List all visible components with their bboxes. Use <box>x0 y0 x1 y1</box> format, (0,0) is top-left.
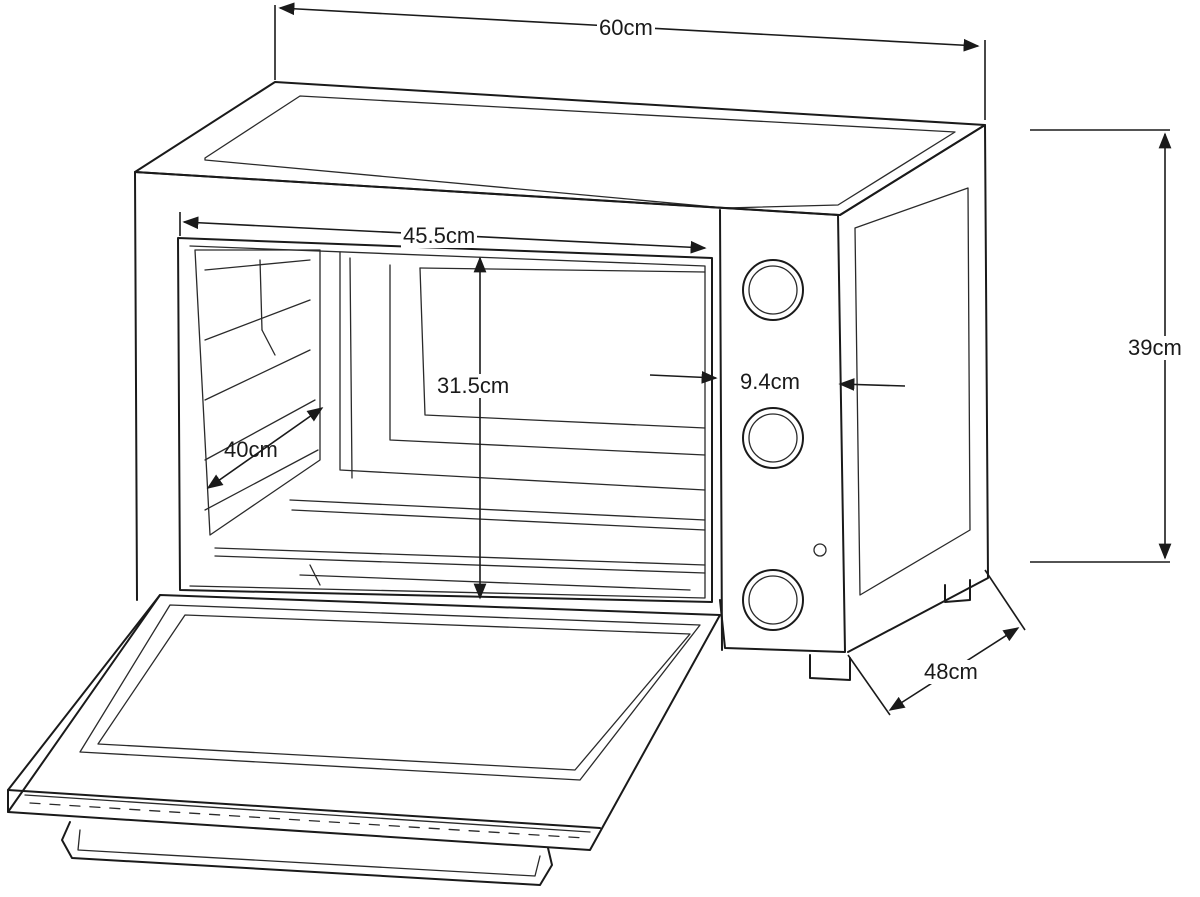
oven-door <box>7 594 721 886</box>
overall-depth-label: 48cm <box>922 659 980 684</box>
indicator-light-icon <box>813 543 827 557</box>
bottom-knob-icon <box>742 569 804 631</box>
overall-height-label: 39cm <box>1128 335 1182 360</box>
interior-depth-label: 40cm <box>224 437 278 462</box>
control-panel <box>742 259 827 631</box>
oven-cavity <box>177 237 713 603</box>
top-knob-icon <box>742 259 804 321</box>
oven-body <box>134 81 989 653</box>
dimension-lines <box>179 2 1172 716</box>
interior-height-label: 31.5cm <box>435 373 512 398</box>
middle-knob-icon <box>742 407 804 469</box>
oven-feet <box>809 579 971 681</box>
overall-width-label: 60cm <box>597 15 655 40</box>
interior-width-label: 45.5cm <box>401 223 478 248</box>
control-panel-width-label: 9.4cm <box>738 369 802 394</box>
